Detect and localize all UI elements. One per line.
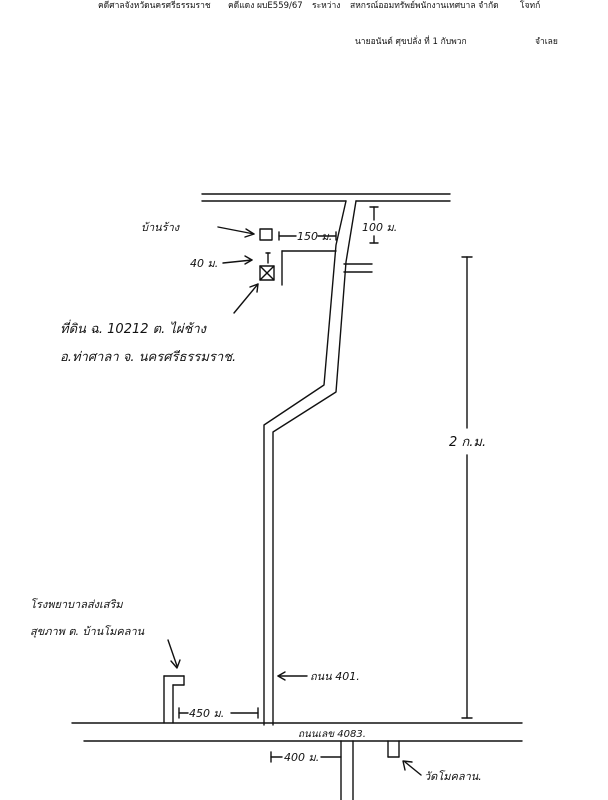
court-name: คดีศาลจังหวัดนครศรีธรรมราช xyxy=(98,1,211,11)
dim-2km-label: 2 ก.ม. xyxy=(449,435,486,450)
arrow-house-head xyxy=(244,228,255,238)
arrow-temple-shaft xyxy=(404,761,422,776)
arrow-road401-head xyxy=(277,671,286,681)
arrow-house-shaft xyxy=(217,226,255,235)
road-401-label: ถนน 401. xyxy=(310,670,360,683)
temple-label: วัดโมคลาน. xyxy=(424,770,482,783)
land-plot-label-line1: ที่ดิน ฉ. 10212 ต. ไผ่ช้าง xyxy=(60,319,208,337)
road-4083-label: ถนนเลข 4083. xyxy=(298,729,366,740)
case-header: คดีศาลจังหวัดนครศรีธรรมราช คดีแดง ผบE559… xyxy=(0,0,608,20)
hospital-label-line1: โรงพยาบาลส่งเสริม xyxy=(30,598,123,611)
arrow-plot-head xyxy=(249,283,259,293)
case-number: คดีแดง ผบE559/67 xyxy=(228,1,303,11)
dim-400-label: 400 ม. xyxy=(284,751,319,764)
land-plot-label-line2: อ.ท่าศาลา จ. นครศรีธรรมราช. xyxy=(60,349,236,365)
arrow-40-head xyxy=(244,255,253,265)
arrow-40-shaft xyxy=(222,259,253,264)
between-label: ระหว่าง xyxy=(312,1,341,11)
abandoned-house-marker xyxy=(259,228,273,241)
land-plot-marker xyxy=(259,265,275,281)
dim-150-label: 150 ม. xyxy=(297,230,332,243)
arrow-hospital-head xyxy=(170,659,181,669)
dim-100-label: 100 ม. xyxy=(362,221,397,234)
arrow-hospital-shaft xyxy=(167,639,178,667)
dim-40-label: 40 ม. xyxy=(190,257,218,270)
road-401-left-edge xyxy=(263,200,347,726)
arrow-plot-shaft xyxy=(233,283,259,314)
neighbor-house-label: บ้านร้าง xyxy=(141,221,181,234)
plaintiff-name: สหกรณ์ออมทรัพย์พนักงานเทศบาล จำกัด xyxy=(350,1,499,11)
hospital-label-line2: สุขภาพ ต. บ้านโมคลาน xyxy=(30,625,145,638)
plot-cross-2 xyxy=(259,265,275,281)
defendant-name: นายอนันต์ ศุขปลั่ง ที่ 1 กับพวก xyxy=(355,37,467,47)
case-parties: นายอนันต์ ศุขปลั่ง ที่ 1 กับพวก จำเลย xyxy=(0,36,608,56)
road-401-right-edge xyxy=(272,200,357,726)
dim-450-label: 450 ม. xyxy=(189,707,224,720)
arrow-temple-head xyxy=(402,760,413,771)
plaintiff-role: โจทก์ xyxy=(520,1,541,11)
defendant-role: จำเลย xyxy=(535,37,558,47)
